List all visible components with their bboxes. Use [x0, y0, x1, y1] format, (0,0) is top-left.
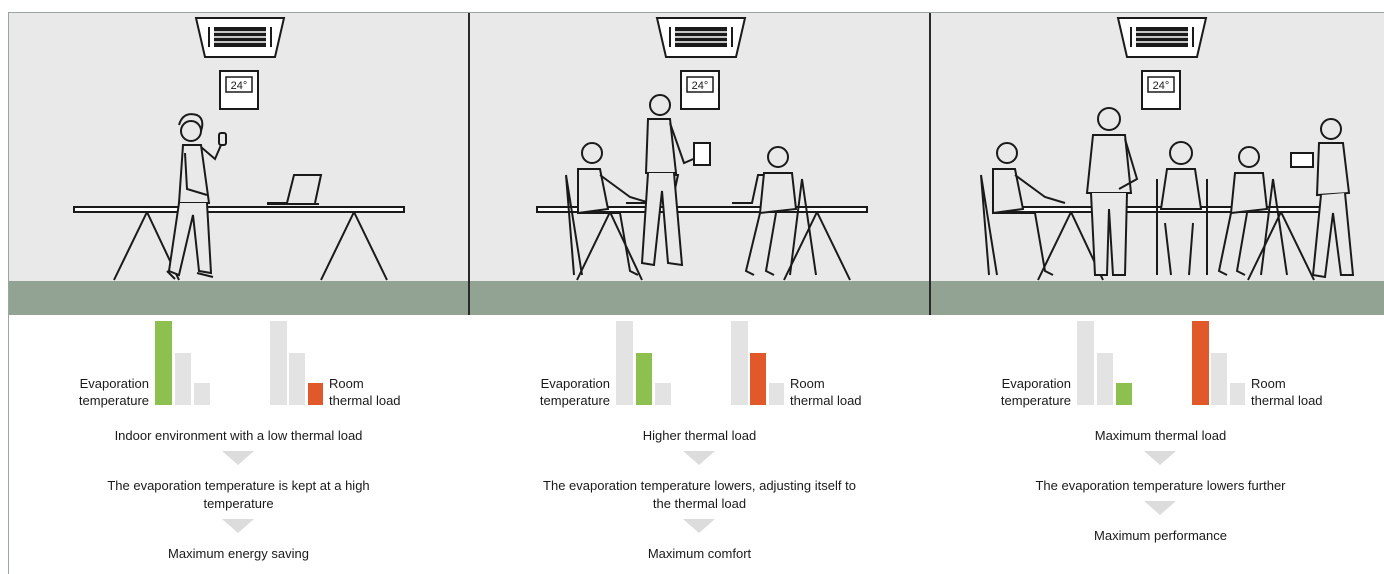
scene-higher-load: 24°: [536, 17, 868, 405]
person-standing-icon: [166, 113, 227, 280]
diagram-frame: [8, 12, 1384, 574]
load-bar-primary: [750, 353, 766, 405]
load-bars-chart: [1192, 321, 1245, 405]
person-seated-center-icon: [1156, 141, 1208, 276]
person-seated-left-icon: [565, 142, 651, 276]
evap-bar-ref-2: [1097, 353, 1113, 405]
step-response: The evaporation temperature is kept at a…: [107, 478, 370, 511]
panel-divider-2: [929, 13, 931, 315]
table-icon: [73, 174, 405, 281]
evap-bar-primary: [636, 353, 652, 405]
evap-bars-chart: [155, 321, 210, 405]
floor-band: [9, 281, 1384, 315]
arrow-down-icon: [683, 451, 715, 465]
person-seated-left-icon: [980, 142, 1066, 276]
arrow-down-icon: [222, 451, 254, 465]
ac-unit-icon: [1116, 17, 1208, 58]
step-condition: Higher thermal load: [642, 428, 757, 443]
step-condition: Indoor environment with a low thermal lo…: [114, 428, 363, 443]
evap-bar-ref-2: [175, 353, 191, 405]
person-standing-right-icon: [1290, 118, 1355, 279]
panel-divider-1: [468, 13, 470, 315]
person-standing-icon: [640, 94, 711, 267]
load-bar-ref-2: [1211, 353, 1227, 405]
load-bar-ref-3: [1230, 383, 1245, 405]
ac-unit-icon: [655, 17, 747, 58]
evap-bar-ref-1: [1077, 321, 1094, 405]
arrow-down-icon: [1144, 501, 1176, 515]
evap-bar-primary: [155, 321, 172, 405]
thermostat-readout: 24°: [231, 80, 248, 92]
step-response: The evaporation temperature lowers, adju…: [543, 478, 856, 511]
scene-low-load: 24°: [73, 17, 405, 405]
load-bars-chart: [270, 321, 323, 405]
evap-bar-ref-3: [194, 383, 210, 405]
evap-bar-ref-3: [655, 383, 671, 405]
thermostat-readout: 24°: [1153, 80, 1170, 92]
thermostat-icon: 24°: [680, 70, 720, 110]
panel-max-load: 24°: [931, 13, 1384, 574]
step-response: The evaporation temperature lowers furth…: [1035, 478, 1286, 493]
load-bar-ref-2: [289, 353, 305, 405]
thermostat-icon: 24°: [219, 70, 259, 110]
arrow-down-icon: [222, 519, 254, 533]
ac-unit-icon: [194, 17, 286, 58]
step-result: Maximum comfort: [647, 546, 752, 561]
person-standing-man-icon: [1085, 107, 1139, 276]
evap-bars-chart: [616, 321, 671, 405]
load-bar-ref-1: [731, 321, 748, 405]
arrow-down-icon: [683, 519, 715, 533]
scene-max-load: 24°: [980, 17, 1355, 405]
evap-bar-ref-1: [616, 321, 633, 405]
evap-bar-primary: [1116, 383, 1132, 405]
step-condition: Maximum thermal load: [1094, 428, 1227, 443]
arrow-down-icon: [1144, 451, 1176, 465]
load-bar-primary: [1192, 321, 1209, 405]
load-bar-ref-3: [769, 383, 784, 405]
panel-higher-load: 24°: [470, 13, 929, 574]
table-icon: [536, 174, 868, 281]
thermostat-readout: 24°: [692, 80, 709, 92]
thermostat-icon: 24°: [1141, 70, 1181, 110]
person-seated-right-icon: [1217, 146, 1288, 276]
panel-low-load: 24°: [9, 13, 468, 574]
load-bars-chart: [731, 321, 784, 405]
person-seated-right-icon: [744, 146, 817, 276]
step-result: Maximum energy saving: [168, 546, 309, 561]
load-bar-ref-1: [270, 321, 287, 405]
evap-bars-chart: [1077, 321, 1132, 405]
step-result: Maximum performance: [1094, 528, 1227, 543]
load-bar-primary: [308, 383, 323, 405]
